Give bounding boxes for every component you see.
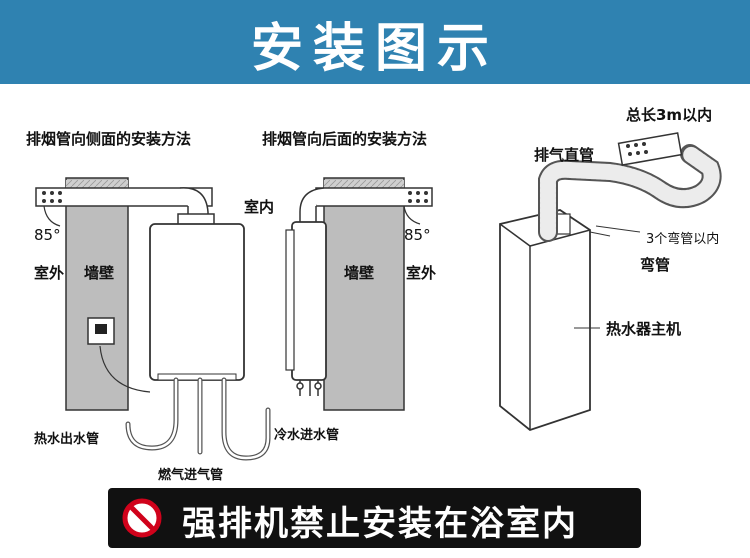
hot-water-outlet-label: 热水出水管 <box>34 432 100 447</box>
indoor-label: 室内 <box>244 198 275 216</box>
middle-outdoor-label: 室外 <box>406 264 437 282</box>
left-caption: 排烟管向侧面的安装方法 <box>26 130 192 148</box>
left-wall <box>65 177 129 411</box>
middle-caption: 排烟管向后面的安装方法 <box>262 130 428 148</box>
middle-heater-unit <box>285 221 327 381</box>
left-outdoor-label: 室外 <box>34 264 65 282</box>
left-angle: 85° <box>34 226 61 244</box>
middle-exhaust-pipe <box>299 187 433 227</box>
straight-pipe-label: 排气直管 <box>534 146 595 164</box>
gas-inlet-label: 燃气进气管 <box>158 468 224 483</box>
middle-angle: 85° <box>404 226 431 244</box>
elbow-label: 弯管 <box>640 256 671 274</box>
elbow-count-label: 3个弯管以内 <box>646 232 720 247</box>
warning-bar: 强排机禁止安装在浴室内 <box>108 488 641 548</box>
warning-text: 强排机禁止安装在浴室内 <box>182 504 578 544</box>
prohibited-icon <box>122 498 162 538</box>
right-heater-unit <box>499 209 591 432</box>
power-cord <box>99 345 151 393</box>
heater-unit-label: 热水器主机 <box>606 320 682 338</box>
right-leader-lines <box>574 225 641 329</box>
cold-water-inlet-label: 冷水进水管 <box>274 428 340 443</box>
left-heater-unit <box>149 223 245 381</box>
middle-wall <box>323 177 405 411</box>
middle-wall-label: 墙壁 <box>344 264 375 282</box>
left-socket <box>87 317 115 345</box>
right-flex-pipe <box>538 132 722 242</box>
middle-pipes <box>296 380 322 396</box>
left-exhaust-pipe <box>35 187 215 227</box>
left-wall-label: 墙壁 <box>84 264 115 282</box>
page-title: 安装图示 <box>250 19 499 79</box>
total-length-label: 总长3m以内 <box>626 106 713 124</box>
diagram-artwork <box>35 132 722 461</box>
header-banner: 安装图示 <box>0 0 750 84</box>
